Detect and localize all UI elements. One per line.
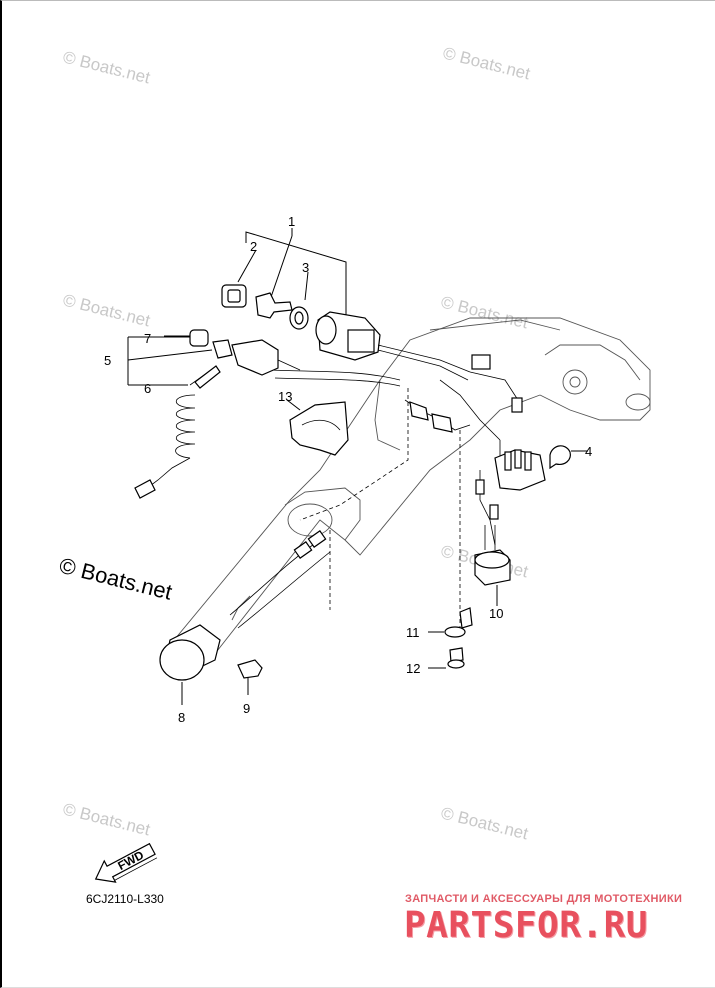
- stop-switch-assembly: [127, 329, 301, 499]
- relay-assembly: [428, 525, 511, 669]
- watermark: © Boats.net: [439, 292, 530, 332]
- callout-2: 2: [250, 239, 257, 254]
- watermark: © Boats.net: [439, 803, 530, 843]
- callout-11: 11: [406, 625, 420, 640]
- wiring-harness: [404, 371, 546, 546]
- callout-3: 3: [302, 260, 309, 275]
- watermark: © Boats.net: [61, 290, 152, 330]
- main-watermark: © Boats.net: [57, 553, 175, 605]
- callout-13: 13: [278, 389, 292, 404]
- callout-labels: 1 2 3 4 5 6 7 8 9 10 11 12 13: [104, 214, 592, 725]
- callout-10: 10: [489, 606, 503, 621]
- stop-switch-cap: [189, 329, 209, 347]
- banner-tagline: ЗАПЧАСТИ И АКСЕССУАРЫ ДЛЯ МОТОТЕХНИКИ: [405, 893, 683, 905]
- screw: [237, 659, 263, 679]
- tiller-handle-outline: [169, 317, 651, 661]
- fwd-arrow: FWD: [94, 842, 158, 883]
- callout-4: 4: [585, 444, 592, 459]
- callout-9: 9: [243, 701, 250, 716]
- end-cap: [159, 639, 205, 681]
- main-switch-assembly: [221, 228, 491, 381]
- lanyard-coil: [175, 394, 196, 459]
- end-cap-assembly: [159, 624, 263, 705]
- bracket: [459, 607, 473, 629]
- cable-clamp: [549, 445, 571, 470]
- watermark-layer: © Boats.net © Boats.net © Boats.net © Bo…: [61, 43, 532, 843]
- callout-12: 12: [406, 661, 420, 676]
- lanyard-clip: [194, 365, 221, 389]
- shaft-connectors: [293, 530, 327, 559]
- callout-8: 8: [178, 710, 185, 725]
- callout-5: 5: [104, 353, 111, 368]
- connector: [471, 354, 491, 370]
- banner-logo: PARTSFOR.RU: [404, 905, 648, 946]
- callout-7: 7: [144, 331, 151, 346]
- bolt-12: [449, 647, 464, 663]
- callout-leaders: [160, 336, 588, 606]
- harness-guide-lines: [229, 369, 461, 640]
- grip-cover: [289, 401, 349, 456]
- callout-6: 6: [144, 381, 151, 396]
- key: [255, 292, 293, 319]
- callout-1: 1: [288, 214, 295, 229]
- stop-switch: [231, 339, 279, 376]
- watermark: © Boats.net: [441, 43, 532, 83]
- watermark: © Boats.net: [61, 47, 152, 87]
- diagram-code: 6CJ2110-L330: [86, 892, 164, 906]
- watermark: © Boats.net: [61, 799, 152, 839]
